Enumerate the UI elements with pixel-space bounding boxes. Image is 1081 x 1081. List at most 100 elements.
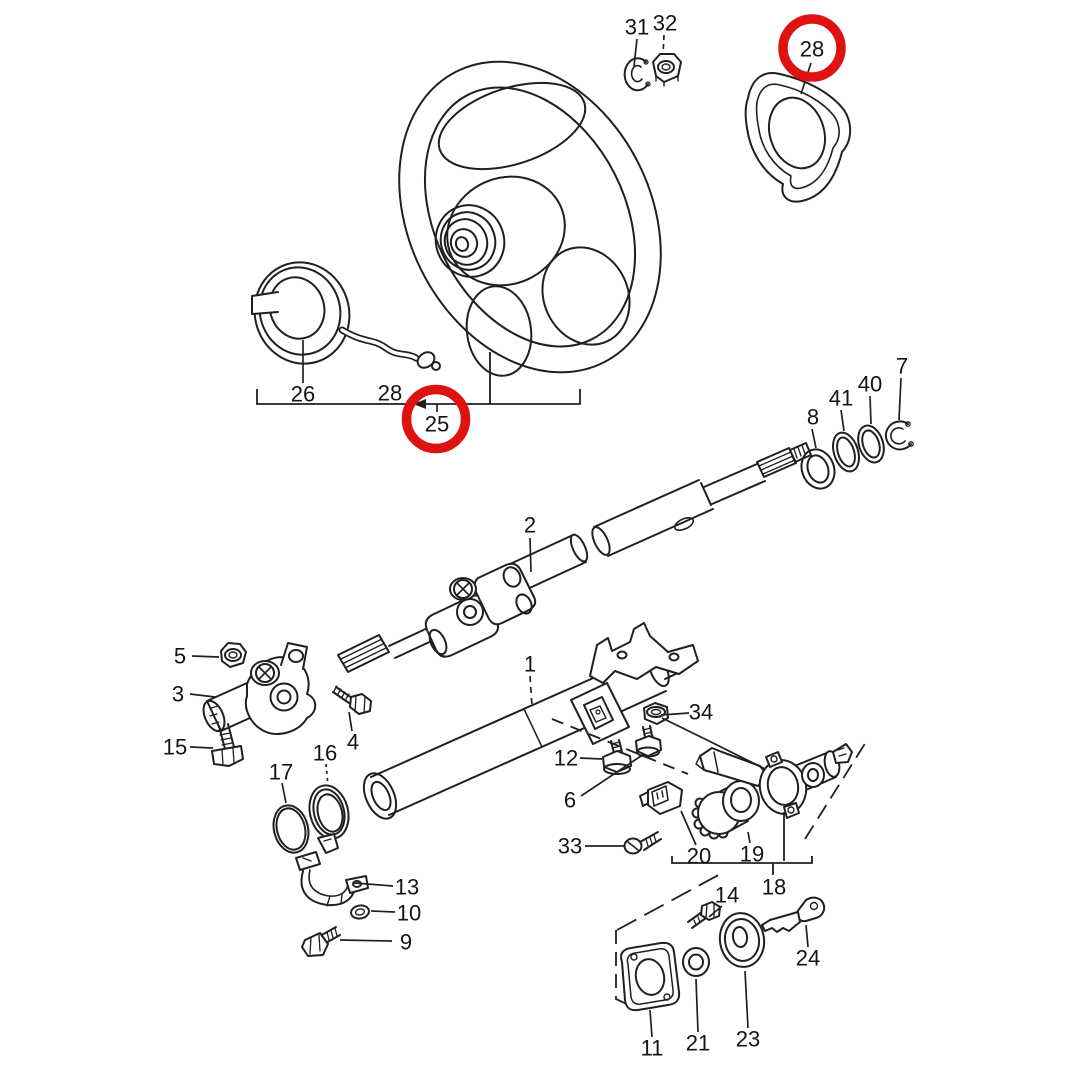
part-label-25: 25 <box>425 412 449 437</box>
part-label-31: 31 <box>625 15 649 40</box>
part-label-16: 16 <box>313 741 337 766</box>
arrowhead <box>413 399 426 409</box>
part-3-universal-joint <box>202 642 317 735</box>
label-leader-1 <box>529 675 533 707</box>
leader-line <box>661 717 766 770</box>
part-label-40: 40 <box>858 372 882 397</box>
part-label-15: 15 <box>163 735 187 760</box>
label-leader-8 <box>811 428 817 449</box>
part-10-washer <box>350 904 370 920</box>
label-leader-6 <box>580 753 645 797</box>
label-leader-20 <box>680 810 697 846</box>
label-leader-12 <box>579 757 603 760</box>
part-15-bolt <box>211 723 244 767</box>
part-5-nut <box>220 642 247 668</box>
part-17-snap-ring <box>272 804 310 854</box>
part-8-bearing-ring <box>800 448 836 490</box>
label-leader-23 <box>744 970 749 1029</box>
part-31-lock-washer <box>623 57 651 92</box>
label-leader-10 <box>370 910 396 913</box>
part-label-32: 32 <box>653 11 677 36</box>
part-label-28: 28 <box>800 37 824 62</box>
part-label-19: 19 <box>740 842 764 867</box>
part-7-circlip <box>884 420 914 451</box>
dashed-line <box>804 741 867 840</box>
part-34-nut <box>643 702 669 725</box>
part-label-23: 23 <box>736 1027 760 1052</box>
part-11-flange-plate <box>620 941 681 1012</box>
label-leader-5 <box>191 655 220 658</box>
label-leader-13 <box>353 882 394 887</box>
part-26-slip-ring <box>251 261 441 371</box>
label-leader-21 <box>695 978 699 1033</box>
label-leader-7 <box>898 377 902 421</box>
label-leader-15 <box>189 746 214 749</box>
part-label-1: 1 <box>524 652 536 677</box>
label-leader-32 <box>662 34 665 56</box>
part-33-screw <box>623 831 662 855</box>
label-leader-14 <box>708 905 723 918</box>
part-24-key <box>761 896 826 933</box>
part-9-bolt <box>301 926 341 957</box>
label-leader-40 <box>869 395 872 425</box>
label-leader-19 <box>747 831 751 844</box>
part-label-26: 26 <box>291 382 315 407</box>
label-leader-4 <box>348 711 353 732</box>
part-13-clamp-bracket <box>295 851 369 907</box>
part-label-21: 21 <box>686 1031 710 1056</box>
part-label-41: 41 <box>829 386 853 411</box>
part-label-13: 13 <box>395 875 419 900</box>
label-leader-11 <box>649 1009 653 1038</box>
label-leader-2 <box>529 537 532 573</box>
part-label-24: 24 <box>796 946 820 971</box>
part-label-10: 10 <box>397 901 421 926</box>
dashed-line <box>615 930 634 1008</box>
part-14-shear-bolt <box>687 901 721 929</box>
part-21-ring <box>682 947 710 977</box>
part-label-7: 7 <box>896 354 908 379</box>
label-leader-3 <box>189 693 216 698</box>
part-label-17: 17 <box>269 760 293 785</box>
part-1-column-tube <box>362 622 699 820</box>
part-18-lock-housing-assembly <box>695 743 853 819</box>
part-label-6: 6 <box>564 788 576 813</box>
part-label-2: 2 <box>524 513 536 538</box>
highlight-circle <box>401 384 471 454</box>
dashed-line <box>616 871 725 931</box>
part-2-steering-shaft <box>337 442 812 673</box>
label-leader-17 <box>281 782 287 804</box>
part-28-horn-pad-trim <box>744 72 852 203</box>
part-label-9: 9 <box>400 930 412 955</box>
part-label-33: 33 <box>558 834 582 859</box>
part-25-steering-wheel <box>398 60 662 377</box>
highlight-circle <box>778 14 846 82</box>
part-19-ignition-switch <box>691 780 760 840</box>
part-23-cover-disc <box>718 912 766 968</box>
label-leader-34 <box>660 712 690 716</box>
part-40-ring <box>857 424 885 464</box>
part-label-3: 3 <box>172 682 184 707</box>
part-label-8: 8 <box>807 405 819 430</box>
part-label-20: 20 <box>687 844 711 869</box>
label-leader-16 <box>325 763 329 786</box>
bracket-line <box>671 856 813 864</box>
part-label-12: 12 <box>554 746 578 771</box>
part-4-bolt <box>332 685 372 715</box>
part-41-ring <box>832 431 860 473</box>
dashed-line <box>551 718 689 775</box>
part-label-4: 4 <box>347 730 359 755</box>
label-leader-41 <box>840 409 845 432</box>
label-leader-9 <box>339 939 393 942</box>
part-label-18: 18 <box>762 875 786 900</box>
part-32-hex-nut <box>652 53 682 87</box>
label-leader-24 <box>805 924 809 948</box>
part-16-bearing-ring <box>308 784 350 854</box>
part-label-11: 11 <box>641 1036 664 1061</box>
part-label-5: 5 <box>174 644 186 669</box>
label-leader-31 <box>633 38 638 67</box>
part-20-switch <box>639 781 683 815</box>
part-label-34: 34 <box>689 700 713 725</box>
part-label-14: 14 <box>715 883 739 908</box>
